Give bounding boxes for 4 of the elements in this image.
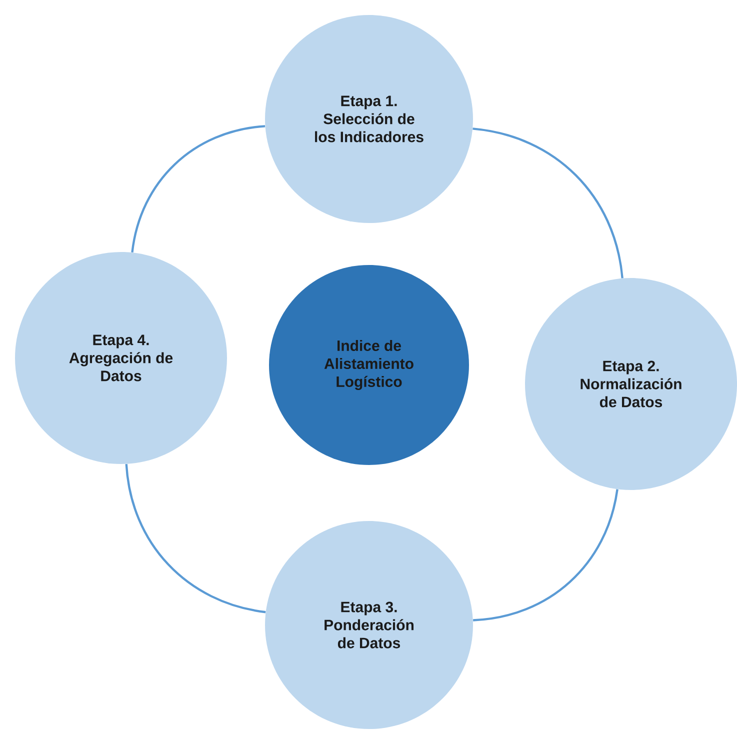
ring-arc xyxy=(472,489,618,622)
ring-arc xyxy=(131,125,266,253)
ring-arc xyxy=(472,128,624,278)
ring-arc xyxy=(125,464,266,614)
